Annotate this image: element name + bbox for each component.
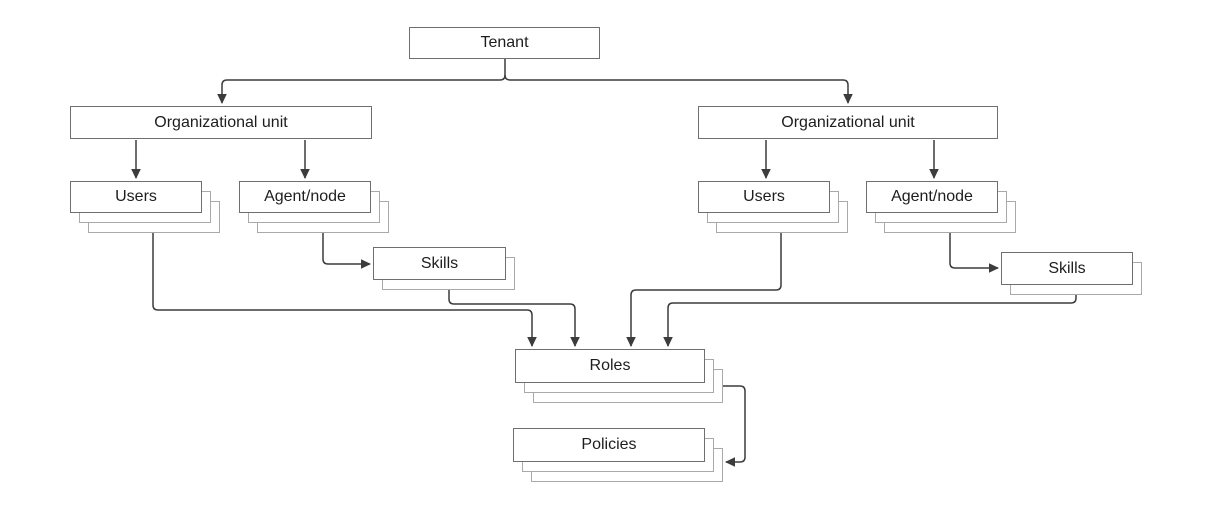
node-agent-node-right: Agent/node xyxy=(866,181,1016,233)
node-box: Skills xyxy=(373,247,506,280)
node-box: Organizational unit xyxy=(70,106,372,139)
node-label: Users xyxy=(115,188,157,205)
node-organizational-unit-right: Organizational unit xyxy=(698,106,998,139)
node-box: Tenant xyxy=(409,27,600,59)
node-label: Skills xyxy=(420,254,459,272)
edge-roles-to-policies xyxy=(723,385,746,467)
node-skills-left: Skills xyxy=(373,247,515,290)
node-box: Roles xyxy=(515,349,705,383)
edge-tenant-to-org-left xyxy=(217,59,506,104)
node-skills-right: Skills xyxy=(1001,252,1142,295)
node-label: Users xyxy=(743,188,785,205)
node-label: Agent/node xyxy=(264,188,346,205)
node-box: Agent/node xyxy=(866,181,998,213)
node-tenant: Tenant xyxy=(409,27,600,59)
edge-tenant-to-org-right xyxy=(504,74,853,104)
node-label: Policies xyxy=(581,436,637,453)
node-users-right: Users xyxy=(698,181,848,233)
edge-skills-left-to-roles xyxy=(448,290,580,347)
node-policies: Policies xyxy=(513,428,723,482)
node-box: Users xyxy=(70,181,202,213)
node-label: Organizational unit xyxy=(781,113,915,131)
node-users-left: Users xyxy=(70,181,220,233)
node-label: Organizational unit xyxy=(154,113,288,131)
node-label: Tenant xyxy=(480,34,529,51)
node-agent-node-left: Agent/node xyxy=(239,181,389,233)
node-label: Skills xyxy=(1048,259,1086,277)
edge-users-right-to-roles xyxy=(626,233,782,347)
edge-skills-right-to-roles xyxy=(663,295,1077,347)
node-roles: Roles xyxy=(515,349,723,403)
node-label: Roles xyxy=(589,357,631,374)
node-box: Organizational unit xyxy=(698,106,998,139)
node-box: Users xyxy=(698,181,830,213)
node-box: Skills xyxy=(1001,252,1133,285)
node-organizational-unit-left: Organizational unit xyxy=(70,106,372,139)
node-box: Policies xyxy=(513,428,705,462)
edge-users-left-to-roles xyxy=(152,233,537,347)
edge-agent-right-to-skills-right xyxy=(949,233,999,273)
node-label: Agent/node xyxy=(891,188,973,205)
edge-agent-left-to-skills-left xyxy=(322,233,371,269)
node-box: Agent/node xyxy=(239,181,371,213)
